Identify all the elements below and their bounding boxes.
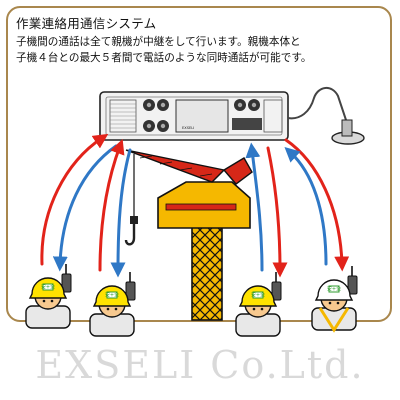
worker-1: 安+全 — [25, 264, 72, 329]
brand-label: EXSELI — [182, 126, 194, 130]
helmet-safety-mark: 安+全 — [327, 286, 341, 293]
tower-crane — [124, 149, 253, 321]
arrow-blue-worker2 — [110, 148, 132, 278]
worker-4: 安+全 — [311, 266, 358, 333]
safety-harness — [318, 307, 350, 333]
handheld-radio — [61, 264, 72, 293]
crane-counter-jib — [222, 157, 253, 185]
description-line-2: 子機４台との最大５者間で電話のような同時通話が可能です。 — [16, 52, 312, 64]
crane-mast — [191, 223, 223, 321]
display-panel — [175, 99, 229, 133]
signal-arrows — [40, 133, 350, 278]
handheld-radio — [271, 272, 282, 301]
speaker-grille-left — [109, 99, 137, 133]
arrow-red-worker3 — [266, 146, 288, 278]
arrow-red-worker2 — [98, 138, 125, 272]
arrow-blue-worker3 — [245, 142, 264, 272]
worker-2: 安+全 — [89, 272, 136, 337]
arrow-blue-worker1 — [52, 144, 118, 272]
crane-hook — [124, 222, 136, 246]
arrow-red-worker1 — [40, 133, 109, 266]
handheld-radio — [125, 272, 136, 301]
arrow-red-worker4 — [284, 138, 350, 272]
helmet-safety-mark: 安+全 — [105, 292, 119, 299]
helmet-safety-mark: 安+全 — [41, 284, 55, 291]
helmet-safety-mark: 安+全 — [251, 292, 265, 299]
base-unit: EXSELI — [99, 87, 365, 145]
company-watermark: EXSELI Co.Ltd. — [35, 343, 365, 387]
diagram-title: 作業連絡用通信システム — [16, 16, 157, 31]
handheld-radio — [347, 266, 358, 295]
knob-pair-right — [232, 99, 262, 130]
description-line-1: 子機間の通話は全て親機が中継をして行います。親機本体と — [16, 36, 301, 48]
crane-jib — [125, 149, 226, 183]
speaker-grille-right — [263, 99, 283, 133]
worker-3: 安+全 — [235, 272, 282, 337]
knob-pair-left — [143, 99, 169, 132]
arrow-blue-worker4 — [284, 146, 328, 266]
gooseneck-mic — [287, 87, 347, 121]
